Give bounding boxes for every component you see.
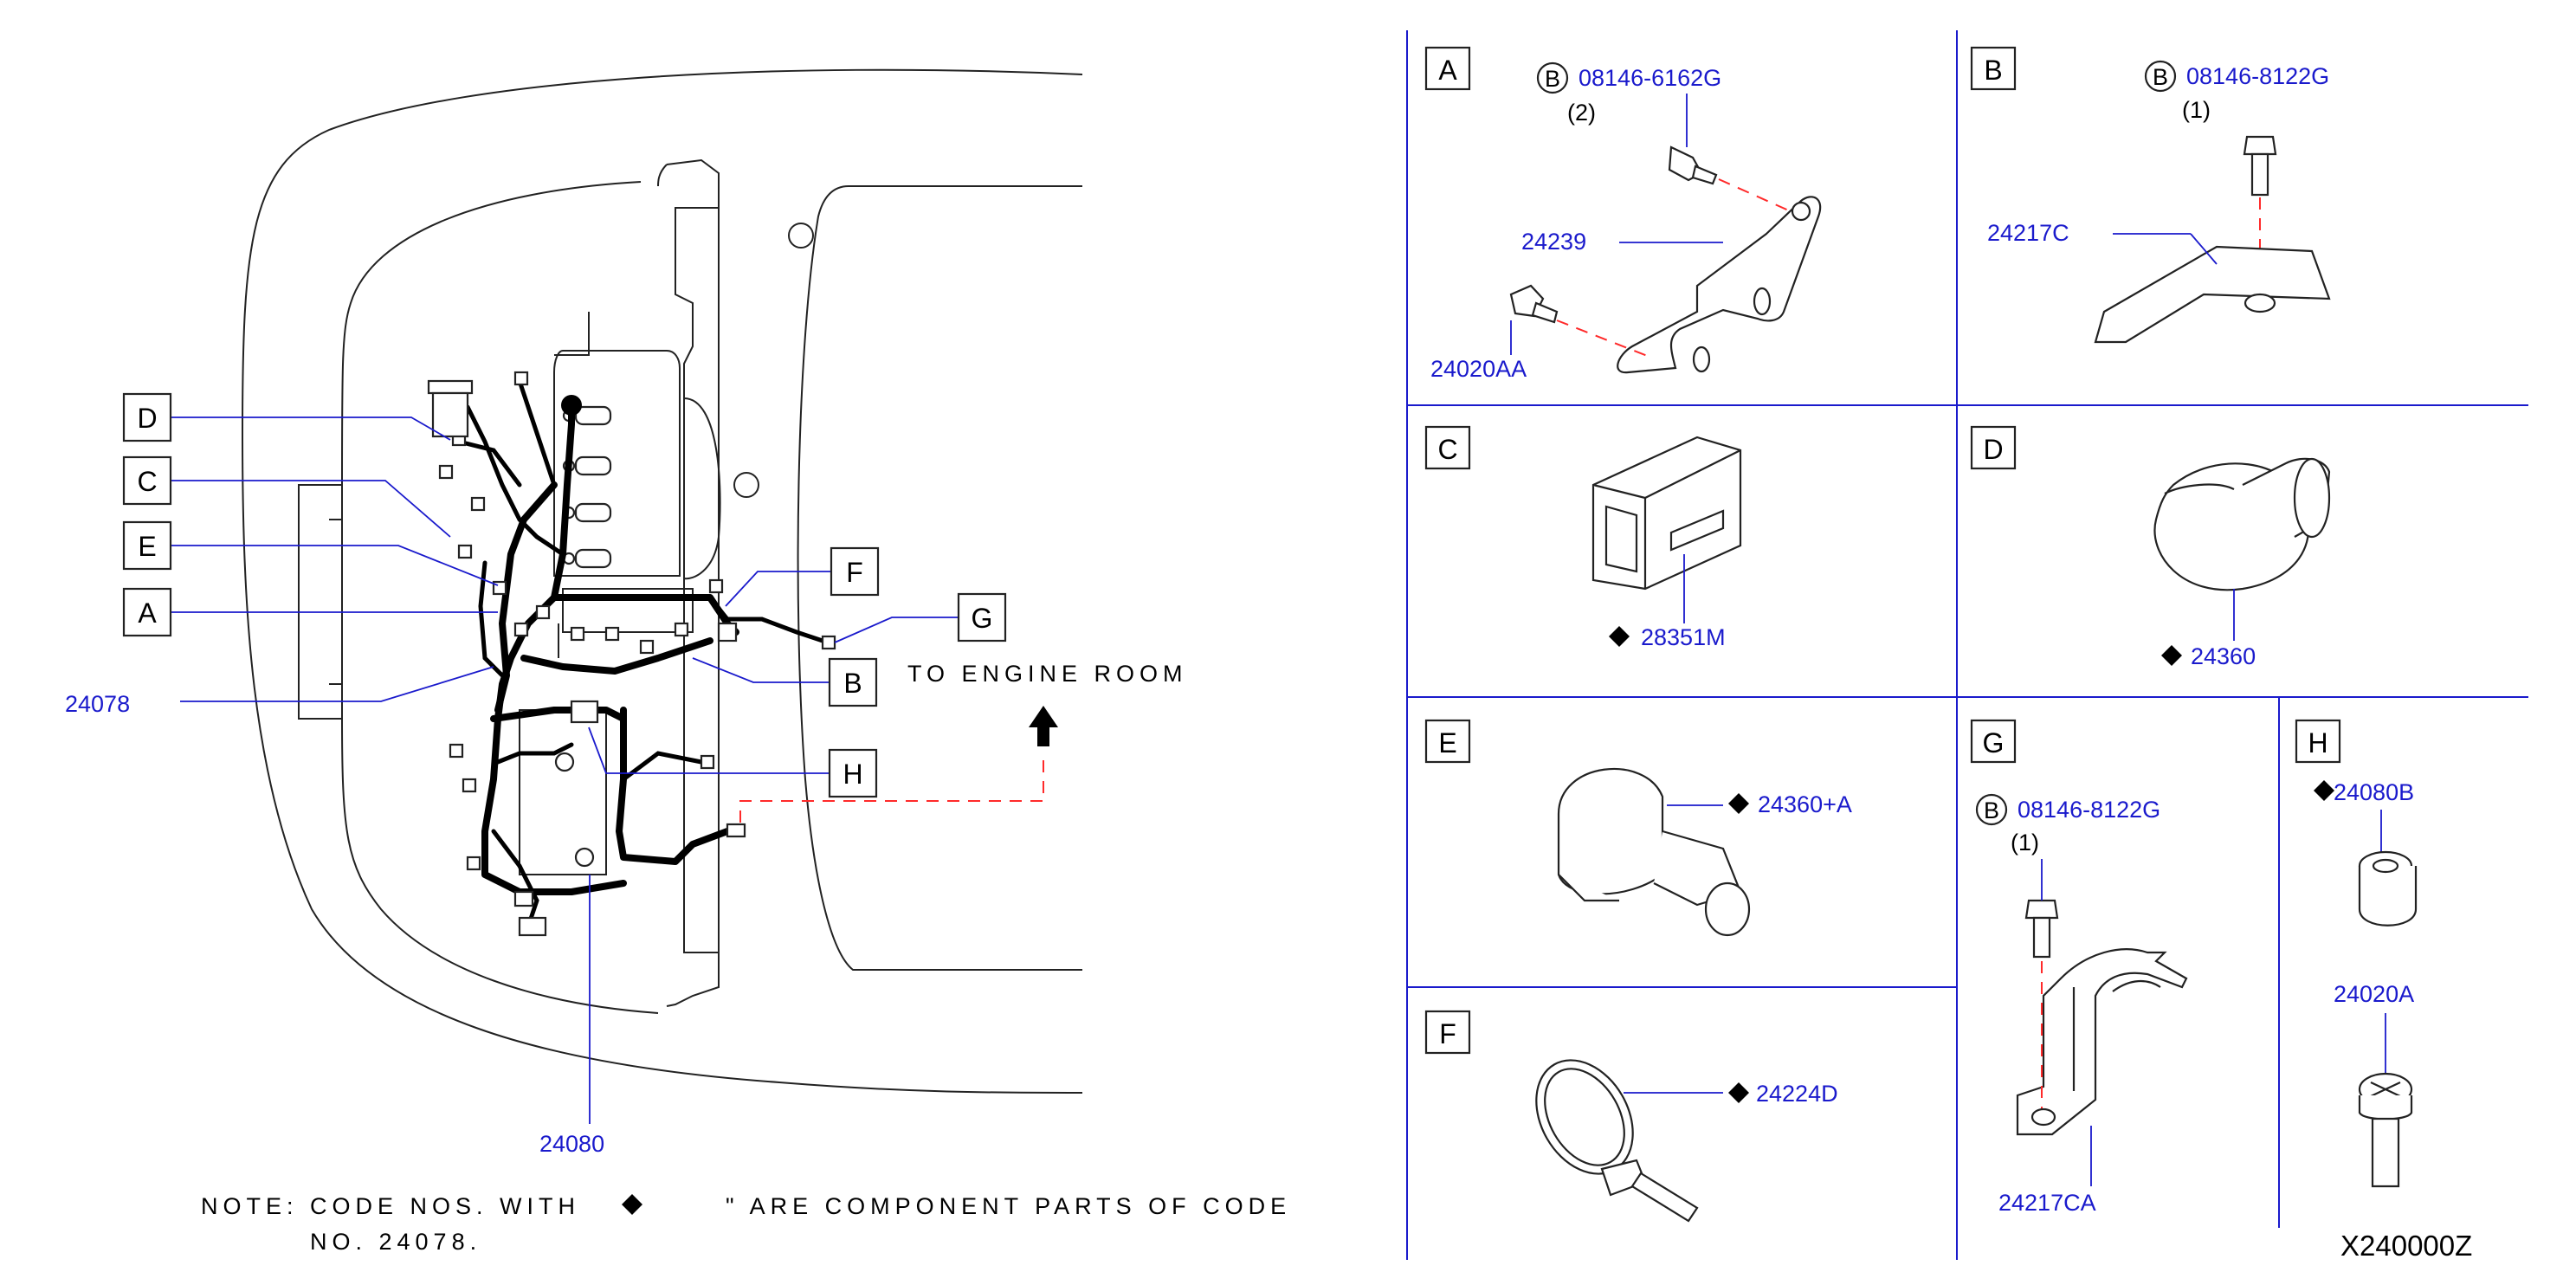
callout-box-g[interactable]: G [957,592,1007,642]
bracket-24239 [1617,196,1822,374]
main-harness-wires [456,378,825,929]
battery-harness-part-label[interactable]: 24080 [539,1131,604,1157]
svg-text:B: B [843,668,862,699]
bolt-code-a[interactable]: 08146-6162G [1579,65,1721,91]
bolt-qty-g: (1) [2011,830,2039,856]
callout-box-e[interactable]: E [122,520,172,571]
callout-box-d[interactable]: D [122,392,172,442]
bolt-label-h[interactable]: 24020A [2334,981,2414,1007]
svg-text:A: A [1438,55,1457,86]
svg-text:G: G [972,603,993,634]
svg-text:D: D [1983,434,2003,465]
panel-c: C 28351M [1424,425,1742,650]
bracket-24217c [2094,245,2331,344]
part-label-c[interactable]: 28351M [1641,624,1726,650]
svg-text:H: H [843,759,862,790]
part-label-d[interactable]: 24360 [2191,643,2256,669]
bolt-marker-a: B [1545,66,1560,92]
bolt-qty-b: (1) [2182,97,2211,123]
panel-b: B B 08146-8122G (1) 24217C [1970,46,2331,344]
bracket-24217ca [2016,948,2188,1136]
diamond-icon [1728,793,1749,814]
bolt-icon [1668,94,1718,185]
svg-text:C: C [137,466,157,497]
bolt-icon [2243,135,2277,156]
diamond-icon [622,1194,642,1215]
callout-box-a[interactable]: A [122,587,172,637]
svg-text:G: G [1983,727,2005,759]
part-label-f[interactable]: 24224D [1756,1081,1838,1107]
diagram-id: X240000Z [2340,1230,2472,1262]
svg-text:B: B [1984,55,2002,86]
bolt2-label-a[interactable]: 24020AA [1430,356,1527,382]
svg-text:D: D [137,403,157,434]
panel-e: E 24360+A [1424,719,1852,937]
diamond-icon [2314,780,2334,801]
diamond-icon [2161,645,2182,666]
diamond-icon [1609,626,1630,647]
bolt-marker-g: B [1984,797,1999,823]
bolt-qty-a: (2) [1567,100,1596,126]
panel-g: G B 08146-8122G (1) 24217CA [1970,719,2188,1216]
svg-text:F: F [846,557,863,588]
bolt-icon [2024,899,2059,920]
bolt-code-b[interactable]: 08146-8122G [2186,63,2329,89]
panel-f: F 24224D [1424,1010,1838,1223]
callout-leaders [171,416,959,1124]
svg-text:H: H [2308,727,2327,759]
panel-d: D 24360 [1970,425,2331,669]
bracket-label-g[interactable]: 24217CA [1998,1190,2096,1216]
svg-text:E: E [1438,727,1456,759]
cap-24360a [1557,768,1664,895]
note-line-1-end: " ARE COMPONENT PARTS OF CODE [726,1193,1291,1219]
svg-text:A: A [138,597,157,629]
panel-h: H 24080B 24020A [2295,719,2418,1188]
vehicle-outline [241,68,1083,1094]
note-line-2: NO. 24078. [310,1229,481,1255]
bolt-code-g[interactable]: 08146-8122G [2018,797,2160,823]
bolt-marker-b: B [2153,64,2168,90]
bracket-label-b[interactable]: 24217C [1987,220,2069,246]
panel-a: A B 08146-6162G (2) 24239 24020AA [1424,46,1822,382]
to-engine-room-label: TO ENGINE ROOM [907,661,1188,687]
callout-box-b[interactable]: B [828,657,878,707]
engine-room-route [739,753,1044,823]
harness-connectors [427,371,836,937]
callout-box-h[interactable]: H [828,748,878,798]
bolt-icon [2358,1072,2413,1188]
callout-box-c[interactable]: C [122,455,172,506]
detail-grid-lines [1406,30,2528,1260]
svg-text:E: E [138,531,156,562]
svg-text:F: F [1439,1018,1456,1049]
arrow-up-icon [1029,706,1058,746]
callout-box-f[interactable]: F [830,546,880,597]
nut-icon [2358,850,2418,927]
harness-part-label[interactable]: 24078 [65,691,130,717]
svg-text:C: C [1437,434,1457,465]
bracket-label-a[interactable]: 24239 [1521,229,1586,255]
part-label-e[interactable]: 24360+A [1758,791,1852,817]
nut-label-h[interactable]: 24080B [2334,779,2414,805]
note-line-1-start: NOTE: CODE NOS. WITH [201,1193,580,1219]
diamond-icon [1728,1082,1749,1103]
